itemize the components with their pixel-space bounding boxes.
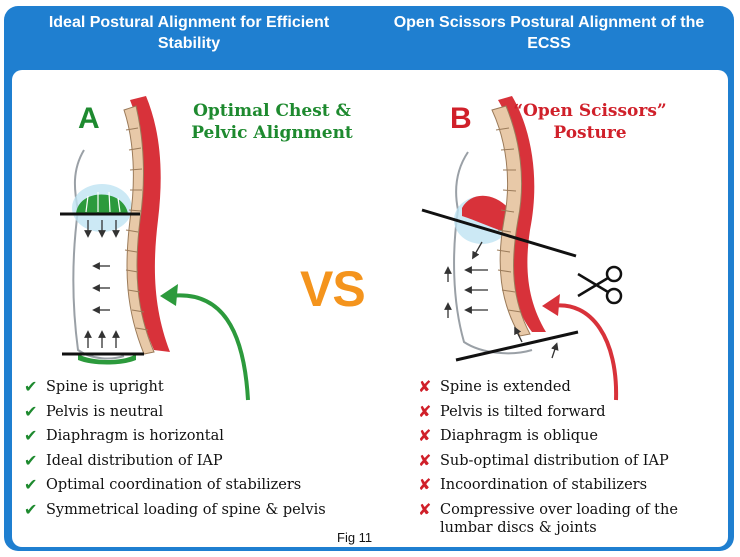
- versus-label: VS: [300, 261, 366, 317]
- curved-arrow-icon: [551, 303, 619, 401]
- open-scissors-points-list: ✘ Spine is extended ✘ Pelvis is tilted for…: [418, 378, 723, 543]
- point-text: Compressive over loading of the lumbar d…: [440, 501, 678, 536]
- cross-icon: ✘: [418, 450, 432, 470]
- cross-icon: ✘: [418, 499, 432, 519]
- optimal-points-list: ✔ Spine is upright ✔ Pelvis is neutral ✔ Di…: [24, 378, 344, 525]
- check-icon: ✔: [24, 426, 38, 445]
- pelvic-floor-a: [78, 354, 136, 365]
- list-item: ✔ Symmetrical loading of spine & pelvis: [24, 499, 344, 519]
- check-icon: ✔: [24, 450, 38, 470]
- point-text: Diaphragm is horizontal: [46, 428, 224, 444]
- point-text: Sub-optimal distribution of IAP: [440, 452, 669, 469]
- header-right-title: Open Scissors Postural Alignment of the …: [393, 14, 705, 52]
- pelvic-line-b: [455, 330, 579, 362]
- point-text: Ideal distribution of IAP: [46, 452, 223, 469]
- curved-arrow-icon: [169, 293, 250, 401]
- list-item: ✔ Diaphragm is horizontal: [24, 427, 344, 445]
- point-text: Spine is upright: [46, 379, 164, 395]
- diaphragm-dome-a: [76, 194, 128, 214]
- figure-b-caption: “Open Scissors” Posture: [513, 101, 667, 143]
- illustration-panel: A Optimal Chest & Pelvic Alignment B “Op…: [12, 70, 728, 547]
- check-icon: ✔: [24, 377, 38, 396]
- list-item: ✘ Spine is extended: [418, 378, 723, 396]
- point-text: Spine is extended: [440, 379, 571, 395]
- vertebrae-a: [123, 105, 155, 355]
- check-icon: ✔: [24, 499, 38, 519]
- figure-number: Fig 11: [337, 530, 373, 545]
- posture-illustrations: [60, 96, 623, 401]
- list-item: ✘ Diaphragm is oblique: [418, 427, 723, 445]
- figure-letter-a: A: [78, 102, 100, 135]
- spine-muscle-b: [498, 96, 546, 332]
- torso-outline-a: [72, 149, 125, 360]
- list-item: ✔ Optimal coordination of stabilizers: [24, 476, 344, 494]
- point-text: Pelvis is tilted forward: [440, 403, 606, 420]
- check-icon: ✔: [24, 475, 38, 494]
- point-text: Diaphragm is oblique: [440, 428, 598, 444]
- check-icon: ✔: [24, 401, 38, 421]
- trunk-figure-a: [60, 96, 250, 401]
- cross-icon: ✘: [418, 426, 432, 445]
- scissors-icon: [577, 265, 623, 305]
- vertebrae-b: [491, 105, 531, 337]
- figure-letter-b: B: [450, 102, 472, 135]
- point-text: Incoordination of stabilizers: [440, 477, 648, 493]
- cross-icon: ✘: [418, 475, 432, 494]
- list-item: ✘ Sub-optimal distribution of IAP: [418, 450, 723, 470]
- list-item: ✔ Spine is upright: [24, 378, 344, 396]
- point-text: Optimal coordination of stabilizers: [46, 477, 302, 493]
- figure-a-caption: Optimal Chest & Pelvic Alignment: [191, 101, 353, 143]
- figure-frame: Ideal Postural Alignment for Efficient S…: [4, 6, 734, 551]
- header-left-title: Ideal Postural Alignment for Efficient S…: [48, 14, 330, 52]
- list-item: ✘ Pelvis is tilted forward: [418, 401, 723, 421]
- list-item: ✘ Compressive over loading of the lumbar …: [418, 499, 723, 537]
- list-item: ✔ Ideal distribution of IAP: [24, 450, 344, 470]
- list-item: ✘ Incoordination of stabilizers: [418, 476, 723, 494]
- diaphragm-line-b: [421, 208, 577, 258]
- point-text: Pelvis is neutral: [46, 403, 164, 420]
- cross-icon: ✘: [418, 401, 432, 421]
- list-item: ✔ Pelvis is neutral: [24, 401, 344, 421]
- spine-muscle-a: [130, 96, 170, 352]
- point-text: Symmetrical loading of spine & pelvis: [46, 501, 326, 518]
- trunk-figure-b: [421, 96, 623, 401]
- cross-icon: ✘: [418, 377, 432, 396]
